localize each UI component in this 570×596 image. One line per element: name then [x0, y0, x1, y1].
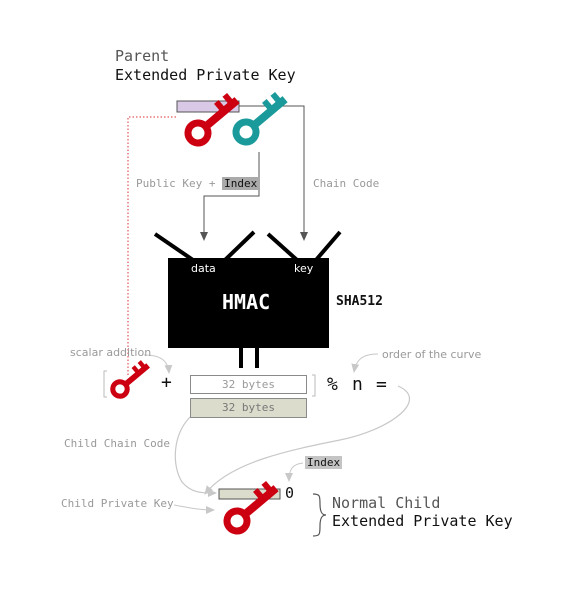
funnel-left	[153, 230, 256, 262]
order-curve-arrow	[351, 353, 379, 373]
result-flow-arrow	[204, 385, 411, 495]
public-key-icon	[232, 91, 288, 146]
hmac-data-label: data	[191, 262, 216, 275]
child-chain-code-arrow	[174, 416, 217, 498]
child-chain-code-label: Child Chain Code	[64, 437, 170, 450]
parent-title-line1: Parent	[115, 47, 170, 65]
child-private-key-label: Child Private Key	[61, 497, 174, 510]
parent-title-line2: Extended Private Key	[115, 66, 296, 84]
child-index-tag: Index	[305, 456, 343, 469]
private-key-icon	[110, 360, 150, 399]
public-key-label-text: Public Key +	[136, 177, 223, 190]
private-key-icon	[184, 92, 240, 147]
brace-icon	[312, 493, 327, 537]
child-title-line2: Extended Private Key	[332, 512, 513, 530]
order-of-curve-label: order of the curve	[382, 348, 482, 361]
hmac-output-pipe-left	[239, 348, 243, 368]
index-tag: Index	[222, 177, 260, 190]
scalar-addition-label: scalar addition	[70, 346, 152, 359]
chain-code-label: Chain Code	[313, 177, 380, 190]
child-privkey-bar	[218, 488, 281, 500]
index-to-zero-arrow	[285, 462, 304, 482]
equals-operator: =	[376, 374, 387, 395]
public-key-arrow	[200, 152, 260, 241]
chain-code-arrow	[239, 105, 308, 241]
plus-operator: +	[161, 372, 172, 393]
hmac-algorithm: SHA512	[336, 294, 383, 309]
child-key-arrow	[173, 504, 215, 514]
child-title-line1: Normal Child	[332, 494, 441, 512]
left-bracket	[103, 370, 107, 398]
public-key-label: Public Key + Index	[136, 177, 260, 190]
scalar-addition-arrow	[143, 354, 173, 374]
hmac-title: HMAC	[222, 290, 271, 314]
mod-operator: %	[327, 374, 338, 395]
right-bracket	[312, 374, 316, 397]
hmac-key-label: key	[294, 262, 314, 275]
private-key-icon	[223, 480, 279, 535]
funnel-right	[266, 230, 342, 262]
curve-order-n: n	[352, 374, 363, 395]
child-index-zero: 0	[285, 484, 295, 502]
hmac-output-pipe-right	[255, 348, 259, 368]
right-32-bytes: 32 bytes	[190, 398, 307, 418]
hmac-box	[168, 258, 329, 348]
left-32-bytes: 32 bytes	[190, 375, 307, 394]
